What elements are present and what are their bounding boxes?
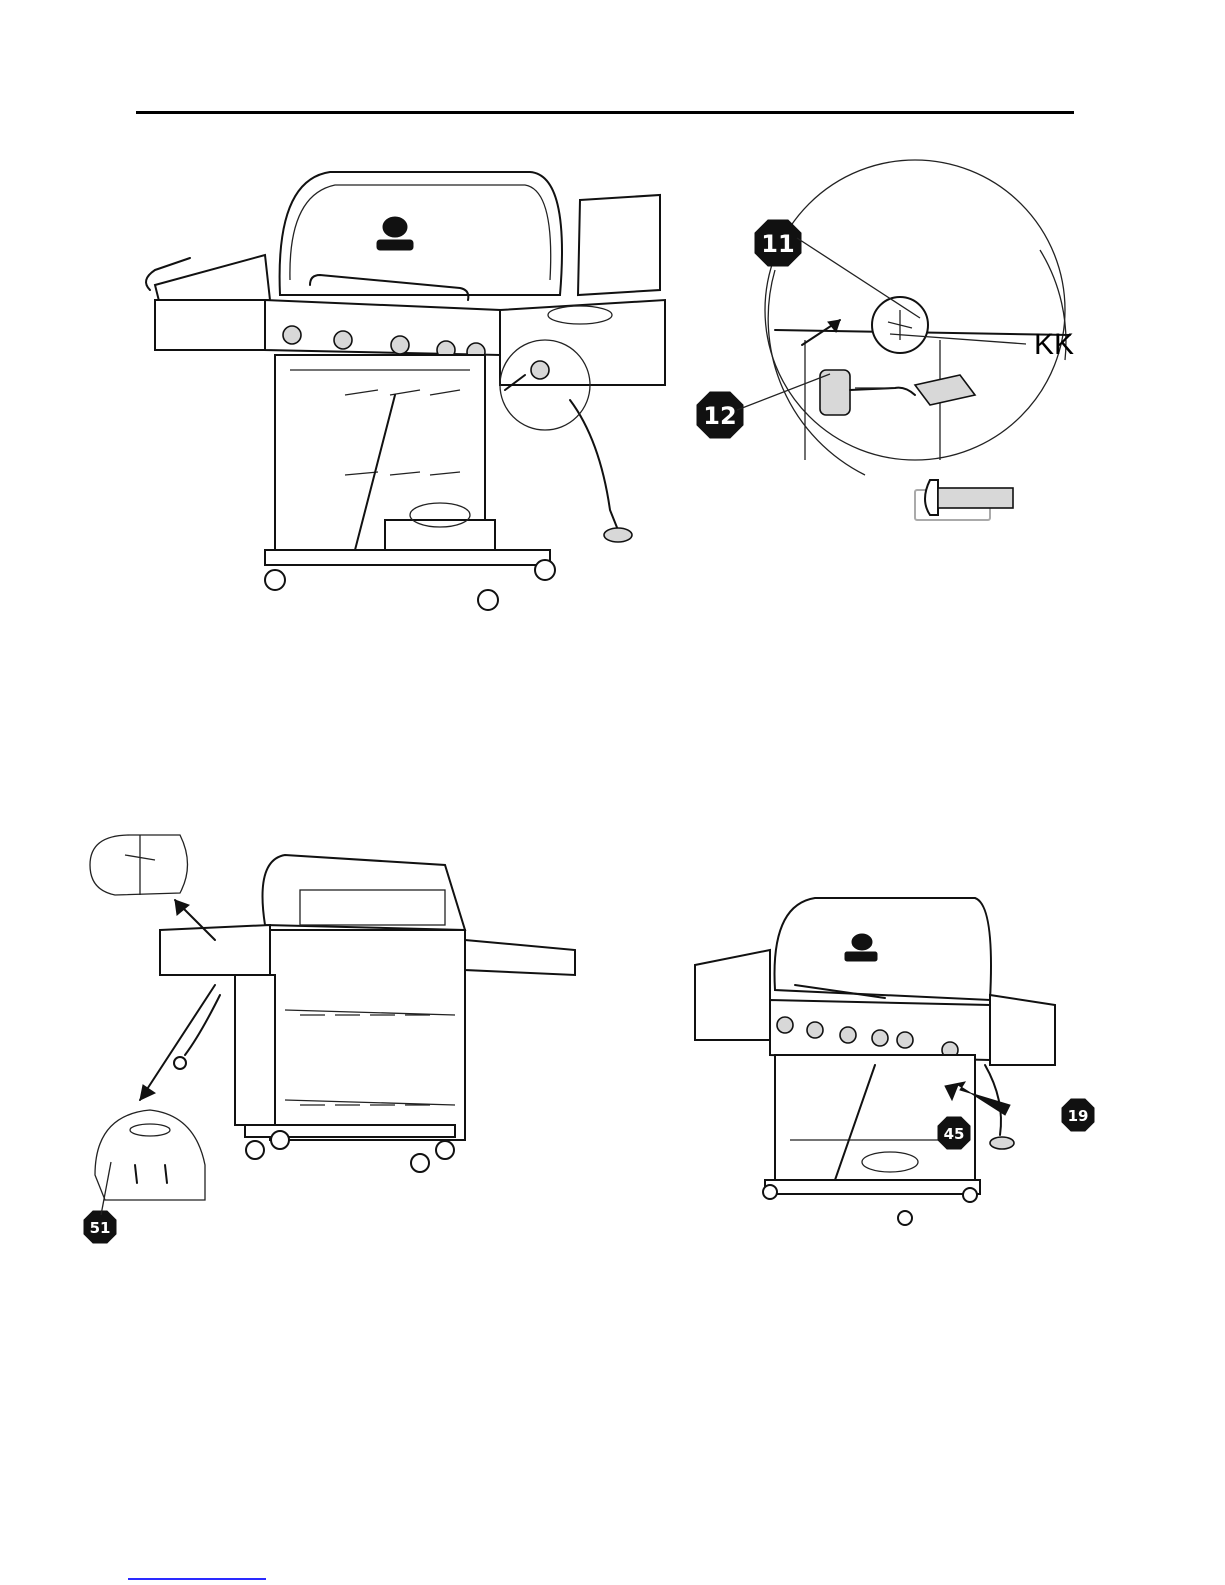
svg-text:12: 12 (703, 402, 736, 430)
figure-grill-overview (130, 160, 690, 630)
figure-grill-front (690, 890, 1070, 1235)
svg-text:11: 11 (761, 230, 794, 258)
svg-text:45: 45 (944, 1125, 965, 1143)
svg-text:19: 19 (1068, 1107, 1089, 1125)
callout-leader-12 (735, 372, 835, 462)
svg-text:KK: KK (1034, 328, 1074, 361)
svg-text:51: 51 (90, 1219, 111, 1237)
callout-leader-11 (795, 236, 935, 326)
callout-leader-kk (888, 332, 1028, 352)
callout-leader-51 (97, 1160, 117, 1220)
callout-part-19: 19 (1061, 1098, 1095, 1132)
callout-part-kk: KK (1032, 322, 1092, 362)
figure-grill-rear (85, 835, 605, 1235)
footer-link-underline[interactable] (128, 1578, 266, 1580)
header-rule (136, 111, 1074, 114)
callout-part-45: 45 (937, 1116, 971, 1150)
